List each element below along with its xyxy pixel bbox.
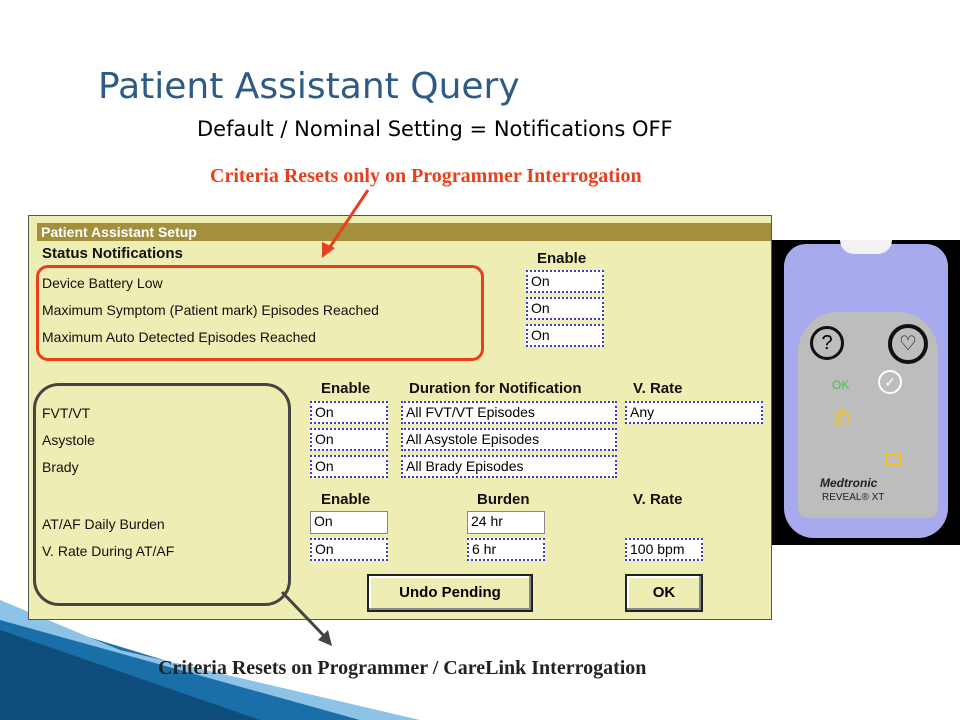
- fvt-vt-vrate-field[interactable]: Any: [625, 401, 763, 424]
- battery-icon: [886, 454, 902, 465]
- heart-icon: ♡: [888, 324, 928, 364]
- note-programmer-reset: Criteria Resets only on Programmer Inter…: [210, 165, 642, 187]
- note-carelink-reset: Criteria Resets on Programmer / CareLink…: [158, 657, 647, 679]
- episodes-enable-heading: Enable: [321, 380, 371, 397]
- status-notifications-highlight: [36, 265, 484, 361]
- page-title: Patient Assistant Query: [98, 66, 520, 107]
- max-symptom-enable-field[interactable]: On: [526, 297, 604, 320]
- checkmark-icon: ✓: [878, 370, 902, 394]
- status-label-max-auto: Maximum Auto Detected Episodes Reached: [42, 329, 316, 345]
- fvt-vt-duration-field[interactable]: All FVT/VT Episodes: [401, 401, 617, 424]
- device-ok-text: OK: [832, 378, 850, 392]
- fvt-vt-enable-field[interactable]: On: [310, 401, 388, 424]
- asystole-duration-field[interactable]: All Asystole Episodes: [401, 428, 617, 451]
- ok-button[interactable]: OK: [625, 574, 703, 612]
- episodes-highlight: [33, 383, 291, 606]
- undo-pending-button[interactable]: Undo Pending: [367, 574, 533, 612]
- phone-icon: ✆: [832, 406, 851, 431]
- af-vrate-heading: V. Rate: [633, 491, 683, 508]
- episode-label-brady: Brady: [42, 459, 79, 475]
- af-label-daily-burden: AT/AF Daily Burden: [42, 516, 165, 532]
- vrate-heading: V. Rate: [633, 380, 683, 397]
- battery-low-enable-field[interactable]: On: [526, 270, 604, 293]
- episode-label-fvt-vt: FVT/VT: [42, 405, 91, 421]
- status-notifications-heading: Status Notifications: [42, 245, 183, 262]
- device-model: REVEAL® XT: [822, 492, 885, 503]
- enable-heading: Enable: [537, 250, 587, 267]
- device-brand: Medtronic: [820, 476, 878, 490]
- asystole-enable-field[interactable]: On: [310, 428, 388, 451]
- reveal-xt-patient-assistant-device: ? ♡ OK ✓ ✆ Medtronic REVEAL® XT: [772, 240, 960, 545]
- episode-label-asystole: Asystole: [42, 432, 95, 448]
- decorative-swoosh: [0, 600, 420, 720]
- af-label-vrate: V. Rate During AT/AF: [42, 543, 175, 559]
- brady-enable-field[interactable]: On: [310, 455, 388, 478]
- patient-assistant-setup-window: Patient Assistant Setup Status Notificat…: [28, 215, 772, 620]
- af-burden-value-field[interactable]: 24 hr: [467, 511, 545, 534]
- af-vrate-value-field[interactable]: 100 bpm: [625, 538, 703, 561]
- window-title-bar: Patient Assistant Setup: [37, 223, 771, 241]
- status-label-max-symptom: Maximum Symptom (Patient mark) Episodes …: [42, 302, 379, 318]
- af-burden-enable-field[interactable]: On: [310, 511, 388, 534]
- af-vrate-enable-field[interactable]: On: [310, 538, 388, 561]
- af-vrate-burden-field[interactable]: 6 hr: [467, 538, 545, 561]
- device-top-notch: [840, 240, 892, 254]
- question-icon: ?: [810, 326, 844, 360]
- burden-heading: Burden: [477, 491, 530, 508]
- status-label-battery: Device Battery Low: [42, 275, 163, 291]
- max-auto-enable-field[interactable]: On: [526, 324, 604, 347]
- duration-heading: Duration for Notification: [409, 380, 582, 397]
- af-enable-heading: Enable: [321, 491, 371, 508]
- brady-duration-field[interactable]: All Brady Episodes: [401, 455, 617, 478]
- subtitle: Default / Nominal Setting = Notification…: [197, 117, 673, 141]
